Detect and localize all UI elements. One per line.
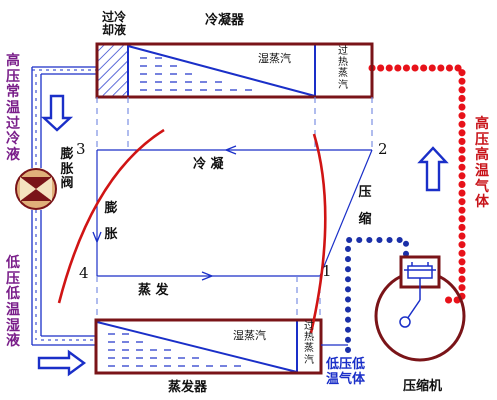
suction-pipe [345,237,409,353]
hot-gas-pipe [368,64,466,304]
cycle-arrows [92,145,237,281]
condenser-title: 冷凝器 [205,13,245,28]
compression-label: 压缩 [358,185,372,228]
compressor-label: 压缩机 [403,379,443,394]
compressor-symbol [374,255,466,362]
point-2-label: 2 [378,140,388,158]
expansion-valve-symbol [15,168,57,210]
expansion-label: 膨胀 [104,201,118,242]
liquid-pipe-left [31,66,96,346]
condensation-label: 冷 凝 [193,157,224,172]
high-pressure-liquid-label: 高压常温过冷液 [6,53,20,164]
low-pressure-liquid-label: 低压低温湿液 [6,255,20,350]
evaporator-wet-vapor-label: 湿蒸汽 [233,329,266,342]
saturation-curves [57,128,327,334]
high-pressure-gas-label: 高压高温气体 [475,116,489,211]
point-1-label: 1 [322,262,332,280]
condenser-unit [95,42,374,99]
point-3-label: 3 [76,140,86,158]
evaporator-unit [94,318,348,375]
point-4-label: 4 [79,264,89,282]
cycle-lines [96,149,373,277]
evaporation-label: 蒸 发 [138,283,169,298]
expansion-valve-label: 膨胀阀 [60,147,74,192]
subcooled-liquid-label: 过冷却液 [101,10,126,38]
flow-arrows [37,94,449,377]
low-pressure-gas-label: 低压低温气体 [326,357,366,387]
condenser-superheated-label: 过热蒸汽 [338,46,348,91]
condenser-wet-vapor-label: 湿蒸汽 [258,52,291,65]
evaporator-superheated-label: 过热蒸汽 [304,321,314,366]
evaporator-title: 蒸发器 [168,380,208,395]
